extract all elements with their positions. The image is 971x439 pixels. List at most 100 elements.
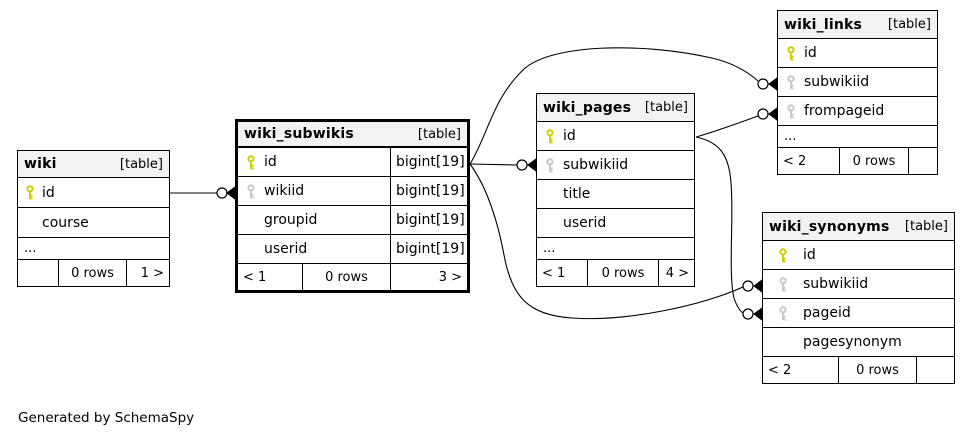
primary-key-icon bbox=[247, 154, 255, 169]
column-row-wikiid[interactable]: wikiid bigint[19] bbox=[238, 177, 467, 206]
column-row-frompageid[interactable]: frompageid bbox=[778, 97, 937, 126]
column-name: groupid bbox=[264, 212, 318, 228]
footer-children bbox=[908, 148, 937, 174]
column-type: bigint[19] bbox=[390, 206, 467, 234]
edge-wiki_pages-to-wiki_links bbox=[695, 107, 778, 138]
table-footer: < 2 0 rows bbox=[778, 148, 937, 174]
more-columns-ellipsis: ... bbox=[537, 238, 694, 260]
crowfoot-arrow bbox=[753, 279, 763, 293]
column-type: bigint[19] bbox=[390, 235, 467, 263]
table-name: wiki_pages bbox=[543, 99, 632, 116]
more-columns-ellipsis: ... bbox=[778, 126, 937, 148]
crowfoot-arrow bbox=[753, 307, 763, 321]
table-wiki_links[interactable]: wiki_links [table] id subwikiid frompage… bbox=[777, 10, 938, 175]
column-row-subwikiid[interactable]: subwikiid bbox=[537, 151, 694, 180]
table-name: wiki_subwikis bbox=[244, 126, 354, 142]
foreign-key-icon bbox=[247, 183, 255, 198]
column-row-id[interactable]: id bbox=[537, 122, 694, 151]
table-wiki_synonyms-header[interactable]: wiki_synonyms [table] bbox=[763, 213, 954, 241]
column-name: pageid bbox=[803, 305, 851, 321]
column-row-id[interactable]: id bbox=[18, 178, 169, 208]
footer-parents: < 2 bbox=[768, 362, 792, 378]
column-row-userid[interactable]: userid bigint[19] bbox=[238, 235, 467, 264]
column-name: id bbox=[804, 45, 817, 61]
primary-key-icon bbox=[779, 247, 787, 262]
column-row-title[interactable]: title bbox=[537, 180, 694, 209]
column-name: userid bbox=[563, 215, 607, 231]
column-row-subwikiid[interactable]: subwikiid bbox=[763, 270, 954, 299]
footer-parents bbox=[18, 260, 58, 286]
table-wiki_links-header[interactable]: wiki_links [table] bbox=[778, 11, 937, 39]
footer-rowcount: 0 rows bbox=[587, 260, 658, 286]
table-footer: < 1 0 rows 4 > bbox=[537, 260, 694, 286]
column-row-id[interactable]: id bbox=[763, 241, 954, 270]
footer-parents: < 1 bbox=[243, 269, 267, 285]
primary-key-icon bbox=[26, 185, 34, 200]
cardinality-circle bbox=[216, 187, 228, 199]
table-wiki_pages-header[interactable]: wiki_pages [table] bbox=[537, 94, 694, 122]
column-name: frompageid bbox=[804, 103, 885, 119]
foreign-key-icon bbox=[779, 305, 787, 320]
cardinality-circle bbox=[757, 78, 769, 90]
more-columns-ellipsis: ... bbox=[18, 238, 169, 260]
column-row-groupid[interactable]: groupid bigint[19] bbox=[238, 206, 467, 235]
footer-children bbox=[916, 357, 954, 383]
foreign-key-icon bbox=[787, 74, 795, 89]
column-name: subwikiid bbox=[803, 276, 869, 292]
table-wiki[interactable]: wiki [table] id course ... 0 rows 1 > bbox=[17, 150, 170, 287]
footer-rowcount: 0 rows bbox=[838, 357, 916, 383]
table-tag: [table] bbox=[904, 219, 948, 234]
foreign-key-icon bbox=[546, 157, 554, 172]
column-row-id[interactable]: id bigint[19] bbox=[238, 148, 467, 177]
column-name: subwikiid bbox=[563, 157, 629, 173]
column-row-pagesynonym[interactable]: pagesynonym bbox=[763, 328, 954, 357]
table-footer: < 2 0 rows bbox=[763, 357, 954, 383]
table-tag: [table] bbox=[887, 17, 931, 32]
table-footer: < 1 0 rows 3 > bbox=[238, 264, 467, 290]
footer-parents: < 2 bbox=[783, 153, 807, 169]
column-name: id bbox=[42, 184, 55, 201]
table-wiki-header[interactable]: wiki [table] bbox=[18, 151, 169, 178]
edge-wiki_pages-to-wiki_synonyms bbox=[695, 136, 763, 321]
table-name: wiki_synonyms bbox=[769, 218, 890, 235]
column-row-subwikiid[interactable]: subwikiid bbox=[778, 68, 937, 97]
column-row-pageid[interactable]: pageid bbox=[763, 299, 954, 328]
edge-wiki-to-wiki_subwikis bbox=[170, 186, 236, 200]
column-name: wikiid bbox=[264, 183, 305, 199]
column-row-course[interactable]: course bbox=[18, 208, 169, 238]
table-wiki_synonyms[interactable]: wiki_synonyms [table] id subwikiid pagei… bbox=[762, 212, 955, 384]
column-row-userid[interactable]: userid bbox=[537, 209, 694, 238]
table-wiki_subwikis[interactable]: wiki_subwikis [table] id bigint[19] wiki… bbox=[235, 119, 470, 293]
table-tag: [table] bbox=[644, 100, 688, 115]
table-name: wiki bbox=[24, 156, 57, 172]
cardinality-circle bbox=[742, 308, 754, 320]
edge-wiki_subwikis-to-wiki_pages bbox=[469, 158, 537, 172]
column-name: subwikiid bbox=[804, 74, 870, 90]
footer-parents: < 1 bbox=[542, 265, 566, 281]
table-wiki_pages[interactable]: wiki_pages [table] id subwikiid title us… bbox=[536, 93, 695, 287]
column-name: course bbox=[42, 214, 89, 231]
footer-children: 3 > bbox=[390, 264, 467, 290]
table-name: wiki_links bbox=[784, 16, 863, 33]
column-name: title bbox=[563, 186, 591, 202]
column-row-id[interactable]: id bbox=[778, 39, 937, 68]
primary-key-icon bbox=[546, 128, 554, 143]
foreign-key-icon bbox=[779, 276, 787, 291]
column-name: id bbox=[803, 247, 816, 263]
cardinality-circle bbox=[757, 108, 769, 120]
table-tag: [table] bbox=[417, 126, 461, 142]
column-name: userid bbox=[264, 241, 308, 257]
crowfoot-arrow bbox=[226, 186, 236, 200]
foreign-key-icon bbox=[787, 103, 795, 118]
generator-note: Generated by SchemaSpy bbox=[18, 410, 195, 426]
column-name: id bbox=[264, 154, 277, 170]
crowfoot-arrow bbox=[768, 107, 778, 121]
crowfoot-arrow bbox=[768, 77, 778, 91]
footer-rowcount: 0 rows bbox=[839, 148, 908, 174]
table-wiki_subwikis-header[interactable]: wiki_subwikis [table] bbox=[238, 122, 467, 148]
footer-children: 4 > bbox=[658, 260, 694, 286]
primary-key-icon bbox=[787, 45, 795, 60]
cardinality-circle bbox=[516, 159, 528, 171]
column-name: id bbox=[563, 128, 576, 144]
